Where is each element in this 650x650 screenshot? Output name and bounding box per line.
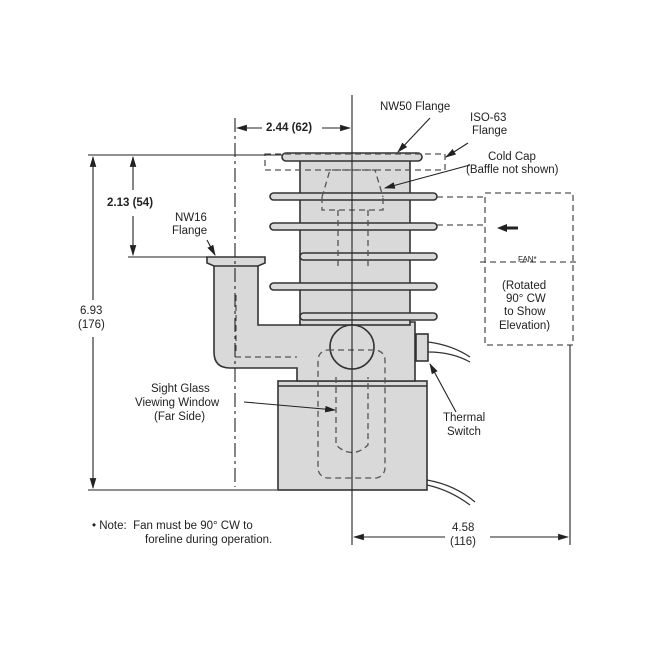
fan-arrow-icon [497, 224, 518, 232]
fan-outline [484, 192, 574, 346]
rotated-label-2: 90° CW [506, 293, 546, 305]
thermal-label-1: Thermal [443, 412, 486, 424]
sight-label-1: Sight Glass [151, 383, 210, 395]
nw50-label: NW50 Flange [380, 101, 451, 113]
nw16-label-2: Flange [172, 225, 208, 237]
coldcap-label-2: (Baffle not shown) [466, 164, 559, 176]
rotated-label-4: Elevation) [499, 320, 551, 332]
rotated-label-3: to Show [504, 306, 546, 318]
thermal-switch [415, 333, 429, 362]
sight-label-2: Viewing Window [135, 397, 220, 409]
dim-4-58-mm: (116) [450, 536, 476, 548]
cooling-fin [269, 222, 438, 231]
rotated-label-1: (Rotated [502, 280, 547, 292]
thermal-label-2: Switch [447, 426, 481, 438]
fan-label: FAN* [518, 255, 537, 264]
note-line-2: foreline during operation. [145, 534, 273, 546]
dim-6-93-in: 6.93 [80, 305, 103, 317]
coldcap-label-1: Cold Cap [488, 151, 536, 163]
dim-2-44-label: 2.44 (62) [266, 122, 313, 134]
sight-label-3: (Far Side) [154, 411, 206, 423]
dim-4-58-in: 4.58 [452, 522, 475, 534]
nw16-label-1: NW16 [175, 212, 207, 224]
iso63-label-1: ISO-63 [470, 112, 507, 124]
cooling-fin [269, 192, 438, 201]
dim-2-13-label: 2.13 (54) [107, 197, 154, 209]
note-line-1: • Note: Fan must be 90° CW to [92, 520, 253, 532]
dim-6-93-mm: (176) [78, 319, 105, 331]
cooling-fin [269, 282, 438, 291]
iso63-label-2: Flange [472, 125, 508, 137]
pump-column [299, 159, 411, 326]
cooling-fin [299, 312, 438, 321]
nw16-flange [206, 256, 266, 267]
